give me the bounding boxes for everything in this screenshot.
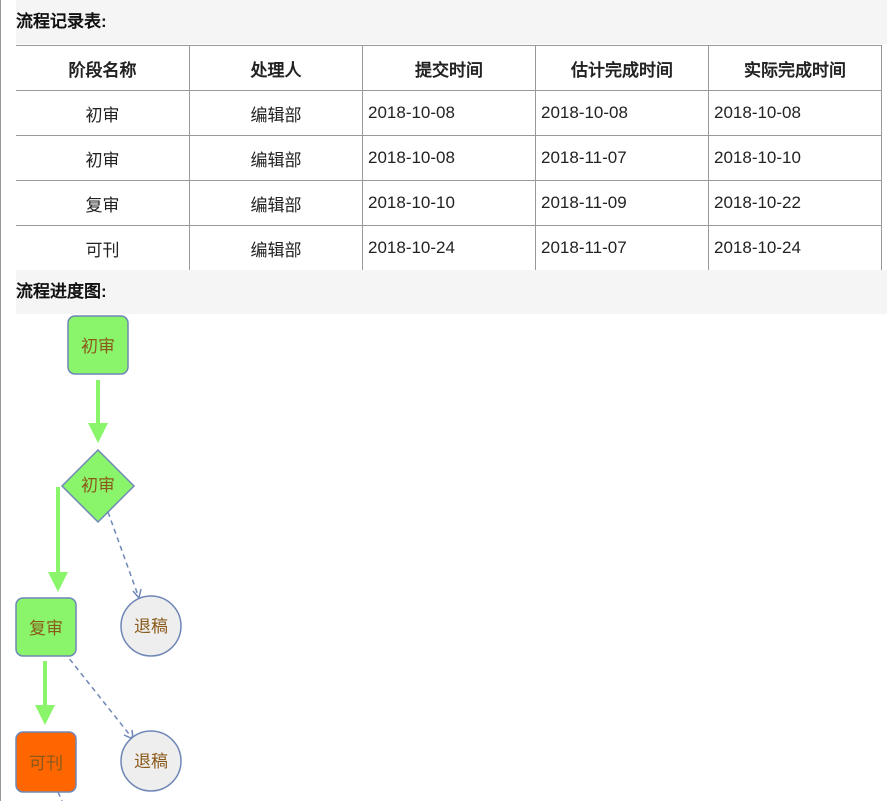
table-row: 初审 编辑部 2018-10-08 2018-11-07 2018-10-10 [16,135,882,181]
cell-handler: 编辑部 [189,90,363,136]
cell-handler: 编辑部 [189,135,363,181]
exit-arrow [57,791,63,801]
table-header-row: 阶段名称 处理人 提交时间 估计完成时间 实际完成时间 [16,45,882,91]
header-estimated-time: 估计完成时间 [535,45,709,91]
cell-stage: 初审 [16,135,190,181]
flow-node-first-review-decision[interactable]: 初审 [60,448,136,524]
cell-submit-time: 2018-10-24 [362,225,536,270]
header-submit-time: 提交时间 [362,45,536,91]
flow-arrow-3 [35,661,55,725]
cell-estimated-time: 2018-11-09 [535,180,709,226]
flow-node-label: 初审 [81,337,115,356]
flow-node-rejected-2[interactable]: 退稿 [120,730,182,792]
flow-node-label: 复审 [29,619,63,638]
progress-section-title: 流程进度图: [16,270,887,314]
flow-node-label: 初审 [81,476,115,495]
cell-actual-time: 2018-10-24 [708,225,882,270]
cell-estimated-time: 2018-11-07 [535,225,709,270]
cell-stage: 复审 [16,180,190,226]
reject-arrow-2 [63,651,134,741]
cell-stage: 初审 [16,90,190,136]
header-actual-time: 实际完成时间 [708,45,882,91]
header-stage-name: 阶段名称 [16,45,190,91]
cell-estimated-time: 2018-10-08 [535,90,709,136]
table-row: 可刊 编辑部 2018-10-24 2018-11-07 2018-10-24 [16,225,882,270]
cell-submit-time: 2018-10-10 [362,180,536,226]
flow-node-label: 可刊 [29,754,63,773]
flow-arrow-2 [48,487,68,592]
cell-actual-time: 2018-10-08 [708,90,882,136]
flow-node-first-review[interactable]: 初审 [67,315,129,375]
flow-node-rejected[interactable]: 退稿 [120,595,182,657]
cell-submit-time: 2018-10-08 [362,135,536,181]
table-row: 复审 编辑部 2018-10-10 2018-11-09 2018-10-22 [16,180,882,226]
header-handler: 处理人 [189,45,363,91]
cell-actual-time: 2018-10-22 [708,180,882,226]
cell-handler: 编辑部 [189,180,363,226]
reject-arrow-1 [107,511,142,600]
flow-node-label: 退稿 [134,752,168,771]
table-row: 初审 编辑部 2018-10-08 2018-10-08 2018-10-08 [16,90,882,136]
flow-node-label: 退稿 [134,617,168,636]
cell-actual-time: 2018-10-10 [708,135,882,181]
page-left-border [0,0,1,801]
cell-submit-time: 2018-10-08 [362,90,536,136]
cell-stage: 可刊 [16,225,190,270]
flow-arrow-1 [88,380,108,443]
flow-node-second-review[interactable]: 复审 [15,597,77,657]
cell-handler: 编辑部 [189,225,363,270]
cell-estimated-time: 2018-11-07 [535,135,709,181]
record-section-title: 流程记录表: [16,0,887,44]
process-record-table: 阶段名称 处理人 提交时间 估计完成时间 实际完成时间 初审 编辑部 2018-… [16,45,882,270]
flow-node-accepted[interactable]: 可刊 [15,731,77,793]
